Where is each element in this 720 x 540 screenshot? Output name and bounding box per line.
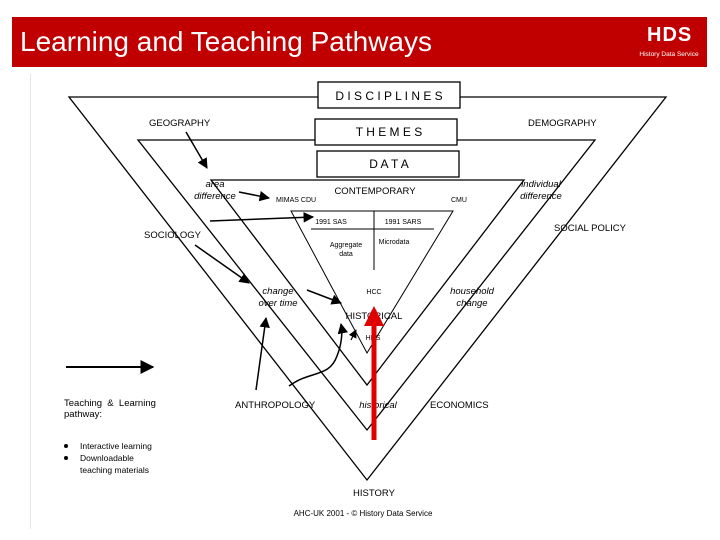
history-label: HISTORY — [353, 488, 396, 499]
contemporary-label: CONTEMPORARY — [334, 186, 416, 197]
logo-subtitle: History Data Service — [639, 51, 699, 58]
data-box — [316, 150, 460, 178]
social-policy-label: SOCIAL POLICY — [554, 223, 627, 234]
sars-1991-label: 1991 SARS — [385, 219, 422, 226]
logo-letters: HDS — [647, 24, 693, 46]
legend-pathway-label-line2: pathway: — [64, 409, 102, 420]
legend-bullet-2-text-cont: teaching materials — [80, 465, 149, 475]
individual-difference-line2: difference — [520, 191, 562, 202]
legend-bullet-2 — [64, 456, 68, 460]
pathway-arrow-anthropology-change — [255, 316, 270, 391]
economics-label: ECONOMICS — [430, 400, 489, 411]
page-title: Learning and Teaching Pathways — [20, 26, 433, 57]
pathway-arrow-change-historical — [306, 289, 342, 305]
pathway-arrow-sociology-1991 — [209, 212, 315, 223]
change-over-time-line1: change — [262, 286, 293, 297]
cmu-label: CMU — [451, 197, 467, 204]
disciplines-box — [317, 81, 461, 109]
sas-1991-label: 1991 SAS — [315, 219, 347, 226]
mimas-cdu-label: MIMAS CDU — [276, 197, 316, 204]
area-difference-line2: difference — [194, 191, 236, 202]
aggregate-data-line1: Aggregate — [330, 242, 362, 249]
themes-box — [314, 118, 458, 146]
anthropology-label: ANTHROPOLOGY — [235, 400, 316, 411]
change-over-time-line2: over time — [258, 298, 297, 309]
geography-label: GEOGRAPHY — [149, 118, 211, 129]
legend-bullet-1-text: Interactive learning — [80, 441, 152, 451]
inner-triangle — [209, 179, 526, 387]
data-triangle — [290, 210, 454, 355]
legend-bullet-1 — [64, 444, 68, 448]
household-change-line1: household — [450, 286, 495, 297]
data-label: D A T A — [369, 157, 409, 171]
pathway-arrow-geography-area — [185, 131, 208, 169]
disciplines-label: D I S C I P L I N E S — [335, 89, 442, 103]
household-change-line2: change — [456, 298, 487, 309]
aggregate-data-line2: data — [339, 251, 353, 258]
sociology-label: SOCIOLOGY — [144, 230, 202, 241]
individual-difference-line1: individual — [521, 179, 561, 190]
pathways-diagram: D I S C I P L I N E S T H E M E S D A T … — [64, 81, 668, 518]
historical-theme-label: historical — [359, 400, 397, 411]
diagram-footer: AHC-UK 2001 - © History Data Service — [294, 509, 433, 518]
legend-pathway-label-line1: Teaching & Learning — [64, 398, 156, 409]
title-bar: Learning and Teaching Pathways HDS Histo… — [12, 17, 707, 67]
pathway-arrow-hds-historical — [348, 329, 357, 341]
diagram-panel: D I S C I P L I N E S T H E M E S D A T … — [30, 74, 692, 529]
pathway-arrow-anthropology-historical — [288, 322, 348, 387]
microdata-label: Microdata — [379, 239, 410, 246]
area-difference-line1: area — [205, 179, 224, 190]
legend-bullet-2-text: Downloadable — [80, 453, 134, 463]
pathway-arrow-area-cdu — [238, 190, 271, 202]
pathway-arrow-sociology-change — [194, 244, 250, 284]
hcc-label: HCC — [366, 289, 381, 296]
themes-label: T H E M E S — [356, 125, 422, 139]
hds-logo: HDS History Data Service — [637, 24, 701, 62]
demography-label: DEMOGRAPHY — [528, 118, 597, 129]
